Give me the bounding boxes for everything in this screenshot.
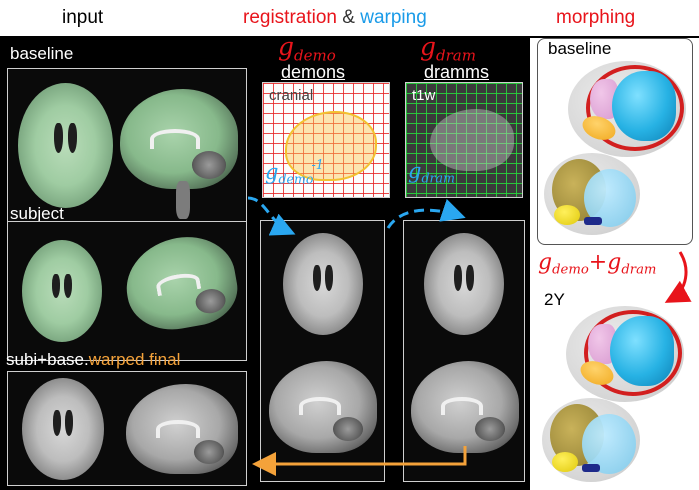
baseline-axial-slice [18, 83, 113, 208]
baseline-morph-box: baseline [537, 38, 693, 245]
baseline-label: baseline [10, 44, 74, 63]
final-axial-slice [22, 378, 104, 480]
warped-final-image [7, 371, 247, 486]
combined-label-text: subi+base. [6, 350, 89, 369]
morph-arrow [664, 251, 692, 303]
flow-arrows [247, 196, 467, 476]
main-panel: baseline subject subi+base.warped final [0, 32, 530, 490]
demons-to-dramms-arrow [386, 198, 466, 229]
dramms-brain-overlay [430, 109, 514, 171]
combined-label: subi+base.warped final [6, 350, 180, 370]
header-registration: registration [243, 7, 337, 28]
baseline-to-demons-arrow [247, 196, 296, 236]
header-input: input [62, 7, 104, 28]
baseline-image [7, 68, 247, 233]
g-demo-symbol: gdemo [278, 32, 336, 65]
dramms-warped-axial [424, 233, 504, 335]
baseline-3d-brain-section [544, 149, 654, 239]
baseline-3d-brain-lateral [568, 61, 688, 157]
followup-3d-brain-lateral [566, 306, 686, 402]
dramms-deformation-grid: t1w gdram [405, 82, 523, 198]
header-morphing: morphing [556, 7, 636, 28]
subject-image [7, 221, 247, 361]
dramms-warped-sagittal [411, 361, 519, 453]
demons-skull-contour [285, 111, 377, 181]
morph-2y-label: 2Y [544, 290, 565, 309]
demons-warped-axial [283, 233, 363, 335]
header-amp: & [337, 7, 361, 28]
subject-axial-slice [22, 240, 102, 342]
warped-final-label: warped final [88, 350, 181, 369]
demons-title: demons [281, 62, 346, 82]
header-warping: warping [360, 7, 427, 28]
g-dram-symbol: gdram [420, 32, 476, 65]
baseline-sagittal-slice [120, 89, 238, 189]
demons-panel-text: cranial [269, 87, 314, 104]
dramms-panel-text: t1w [412, 87, 436, 104]
followup-3d-brain-section [542, 394, 652, 486]
morphing-panel: baseline gdemo+gdram 2Y [530, 38, 699, 490]
final-sagittal-slice [126, 384, 238, 474]
dramms-warped-image [403, 220, 525, 482]
dramms-to-final-arrow [252, 446, 467, 476]
morph-formula: gdemo+gdram [538, 250, 657, 278]
g-dram-inverse: gdram [408, 159, 455, 186]
dramms-title: dramms [424, 62, 490, 82]
demons-warped-sagittal [269, 361, 377, 453]
header-registration-warping: registration & warping [243, 6, 427, 30]
header-bar: input registration & warping morphing [0, 0, 699, 38]
subject-label: subject [10, 204, 64, 223]
demons-deformation-grid: cranial gdemo-1 [262, 82, 390, 198]
morph-baseline-label: baseline [548, 39, 612, 58]
g-demo-inverse: gdemo-1 [265, 157, 324, 187]
demons-warped-image [260, 220, 385, 482]
